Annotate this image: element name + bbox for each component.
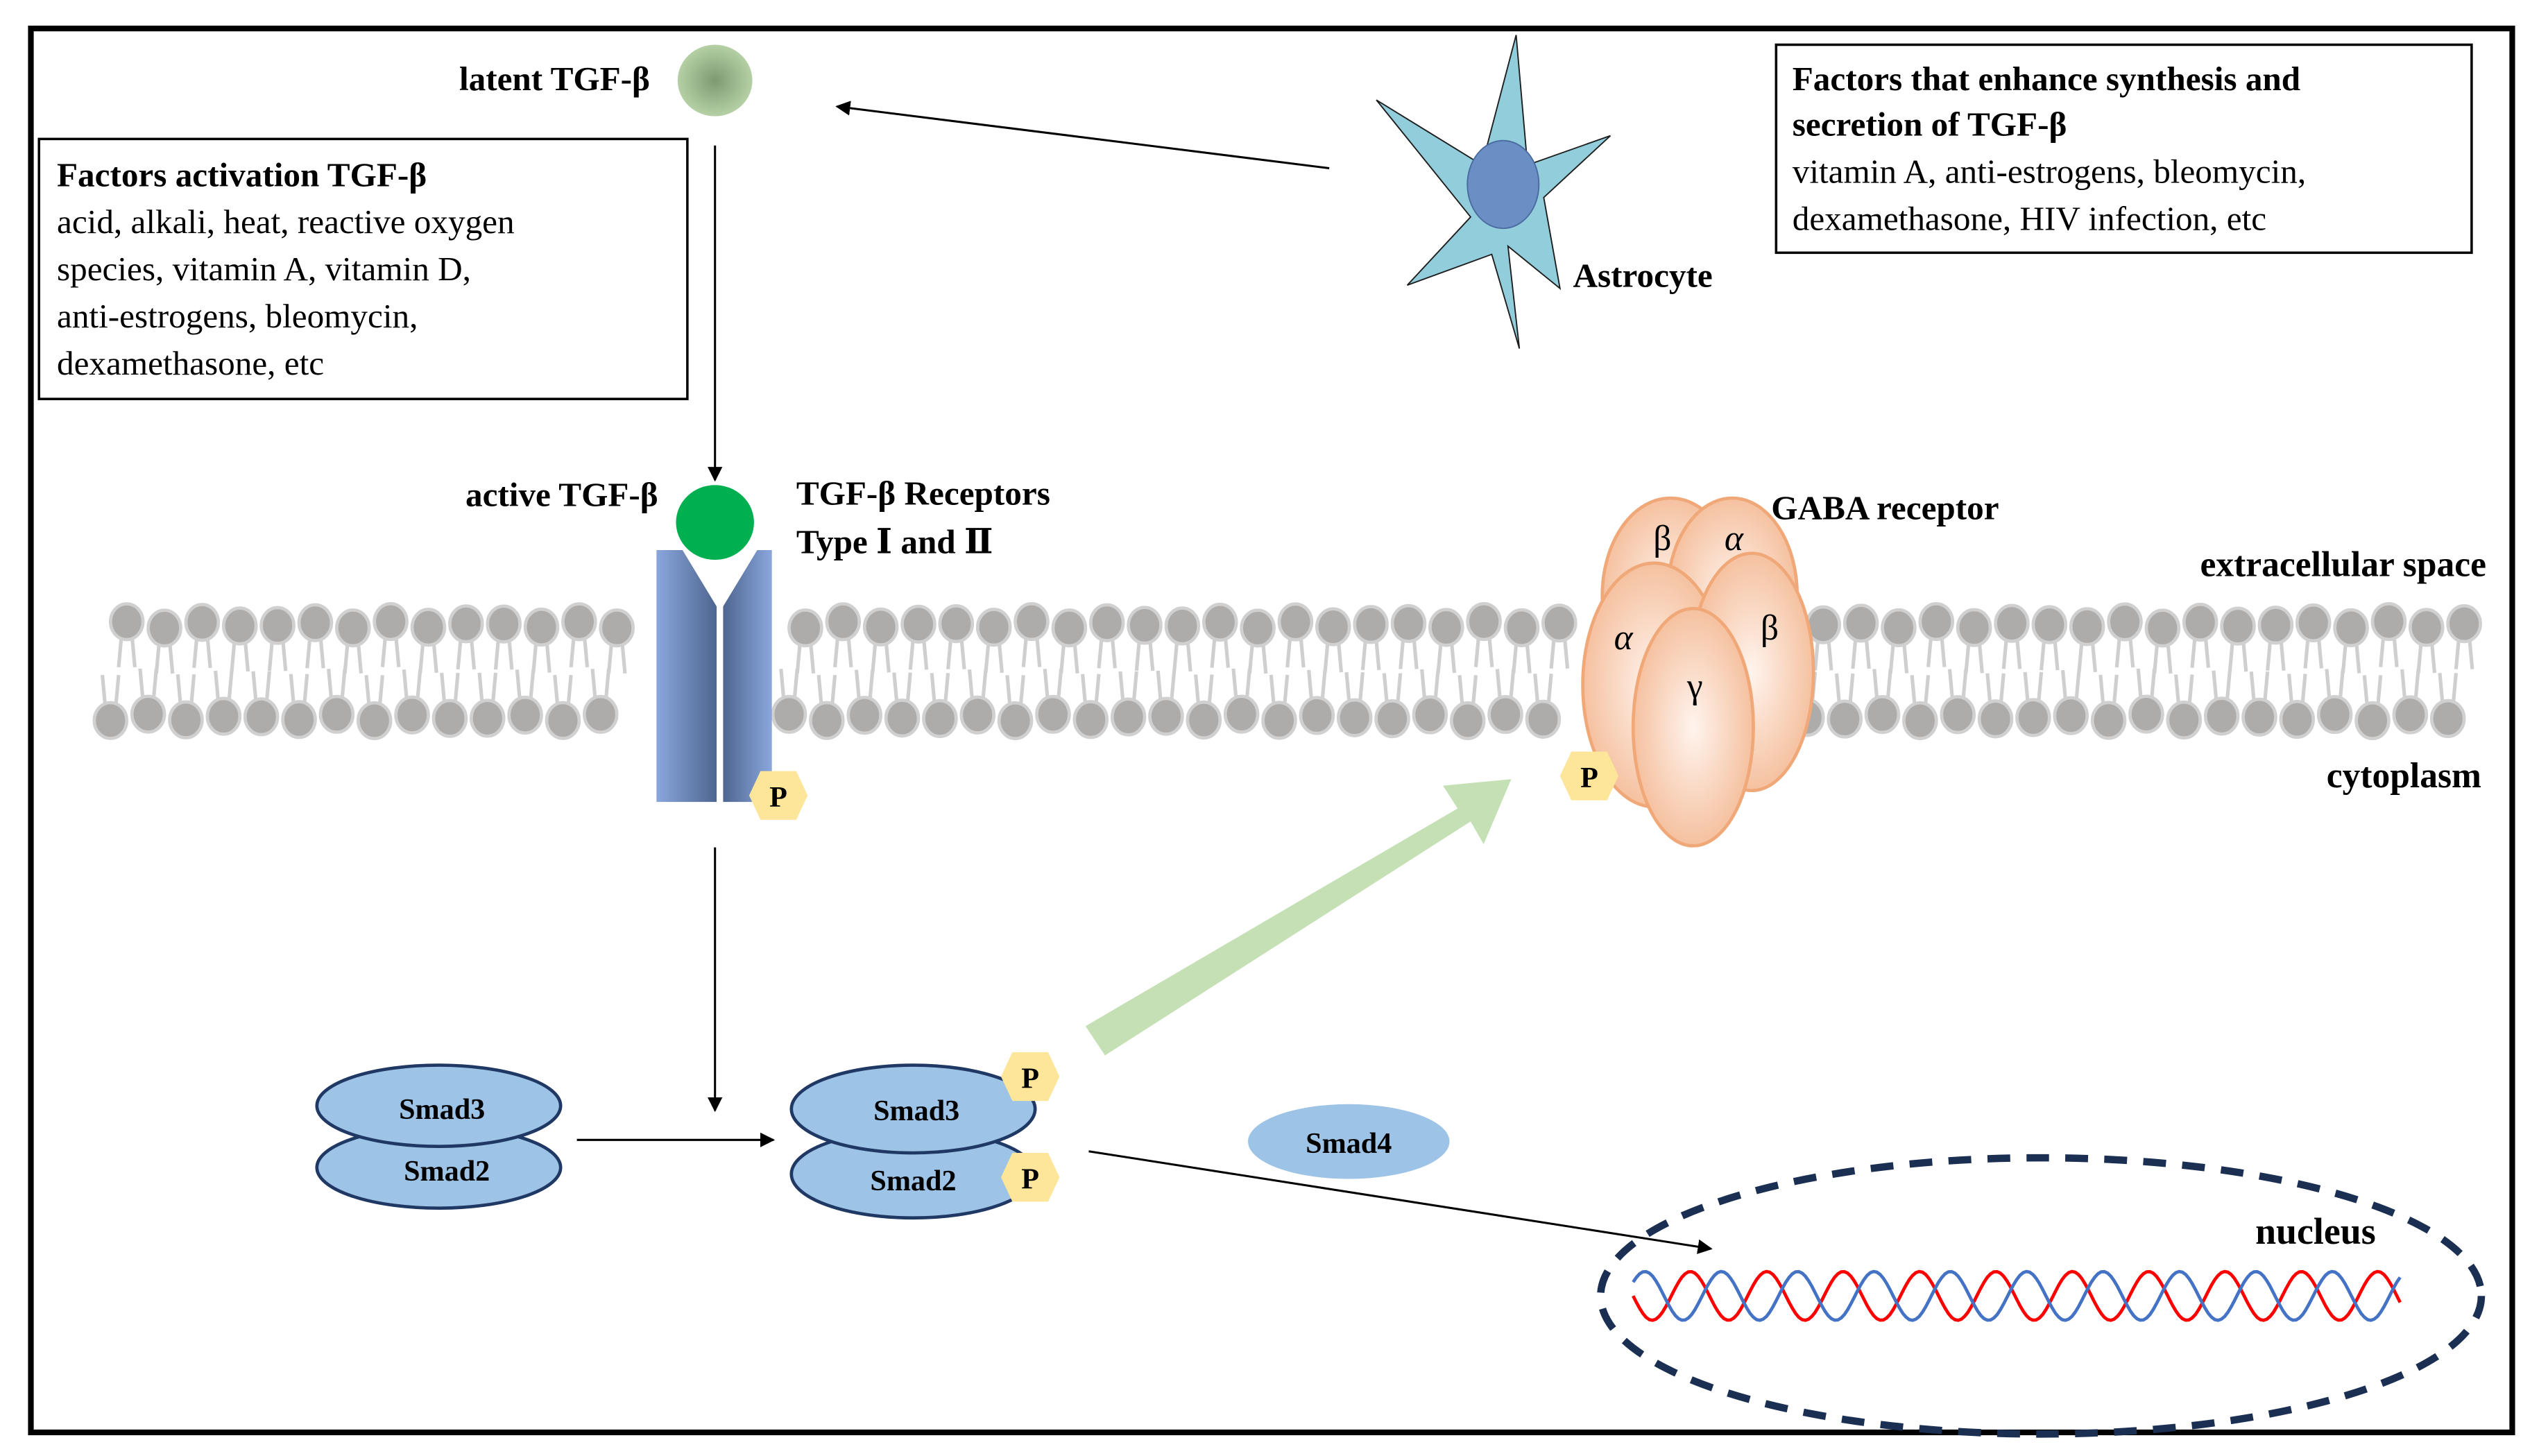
extracellular-label: extracellular space <box>2200 545 2486 584</box>
smad4-molecule <box>1248 1104 1450 1179</box>
activation-box-line: anti-estrogens, bleomycin, <box>57 297 418 335</box>
phosphate-smad2: P <box>1000 1153 1060 1202</box>
nucleus-envelope <box>1597 1154 2486 1438</box>
active-tgfb-label: active TGF-β <box>465 476 658 514</box>
nuclear-translocation-arrow <box>1088 1150 1713 1254</box>
svg-text:P: P <box>769 781 787 814</box>
dna-strand-blue <box>1632 1269 2402 1322</box>
smad2-smad3-complex: Smad3 Smad2 <box>315 1063 563 1210</box>
phosphate-gaba: P <box>1559 751 1619 800</box>
synthesis-box-line: dexamethasone, HIV infection, etc <box>1793 200 2266 238</box>
svg-text:P: P <box>1580 762 1598 794</box>
astrocyte-cell <box>1376 35 1611 349</box>
phosphate-smad3: P <box>1000 1052 1060 1102</box>
astrocyte-nucleus <box>1467 139 1540 230</box>
secretion-arrow <box>835 101 1330 170</box>
gaba-subunit-gamma: γ <box>1686 667 1703 706</box>
active-tgfb-molecule <box>676 485 754 560</box>
nucleus-label: nucleus <box>2255 1210 2376 1252</box>
gaba-subunit-beta: β <box>1653 519 1671 558</box>
svg-text:P: P <box>1021 1163 1039 1196</box>
dna-strand-red <box>1632 1269 2402 1322</box>
smad2-label: Smad2 <box>404 1155 490 1188</box>
latent-tgfb-label: latent TGF-β <box>459 60 650 98</box>
phospho-smad2-smad3-complex: Smad3 Smad2 P P <box>789 1052 1060 1220</box>
cytoplasm-label: cytoplasm <box>2327 756 2481 796</box>
synthesis-factors-box <box>1775 43 2473 255</box>
gaba-receptor-label: GABA receptor <box>1771 488 1999 526</box>
receptors-label-line2: Type Ⅰ and Ⅱ <box>796 523 993 561</box>
tgfb-receptor: P <box>656 485 808 820</box>
smad4-label: Smad4 <box>1306 1127 1392 1160</box>
synthesis-box-line: vitamin A, anti-estrogens, bleomycin, <box>1793 153 2306 191</box>
receptors-label-line1: TGF-β Receptors <box>796 474 1050 512</box>
receptor-type-1 <box>656 549 717 803</box>
gaba-subunit-alpha: α <box>1614 618 1634 658</box>
gaba-subunit-alpha: α <box>1725 519 1744 558</box>
astrocyte-label: Astrocyte <box>1573 257 1713 295</box>
smad2-label: Smad2 <box>870 1165 956 1197</box>
svg-text:P: P <box>1021 1062 1039 1095</box>
gaba-phosphorylation-arrow <box>1085 779 1512 1056</box>
activation-box-line: acid, alkali, heat, reactive oxygen <box>57 203 515 241</box>
smad3-label: Smad3 <box>873 1095 959 1127</box>
synthesis-box-title: secretion of TGF-β <box>1793 105 2067 144</box>
latent-tgfb-molecule <box>677 44 753 117</box>
activation-box-line: species, vitamin A, vitamin D, <box>57 250 471 288</box>
phosphate-receptor: P <box>749 771 808 820</box>
activation-box-line: dexamethasone, etc <box>57 344 324 382</box>
smad3-label: Smad3 <box>399 1093 485 1126</box>
gaba-receptor: β α α β γ P <box>1559 496 1815 848</box>
activation-factors-box <box>37 137 689 400</box>
activation-box-title: Factors activation TGF-β <box>57 155 427 194</box>
synthesis-box-title: Factors that enhance synthesis and <box>1793 60 2300 98</box>
gaba-subunit-beta: β <box>1761 608 1779 648</box>
